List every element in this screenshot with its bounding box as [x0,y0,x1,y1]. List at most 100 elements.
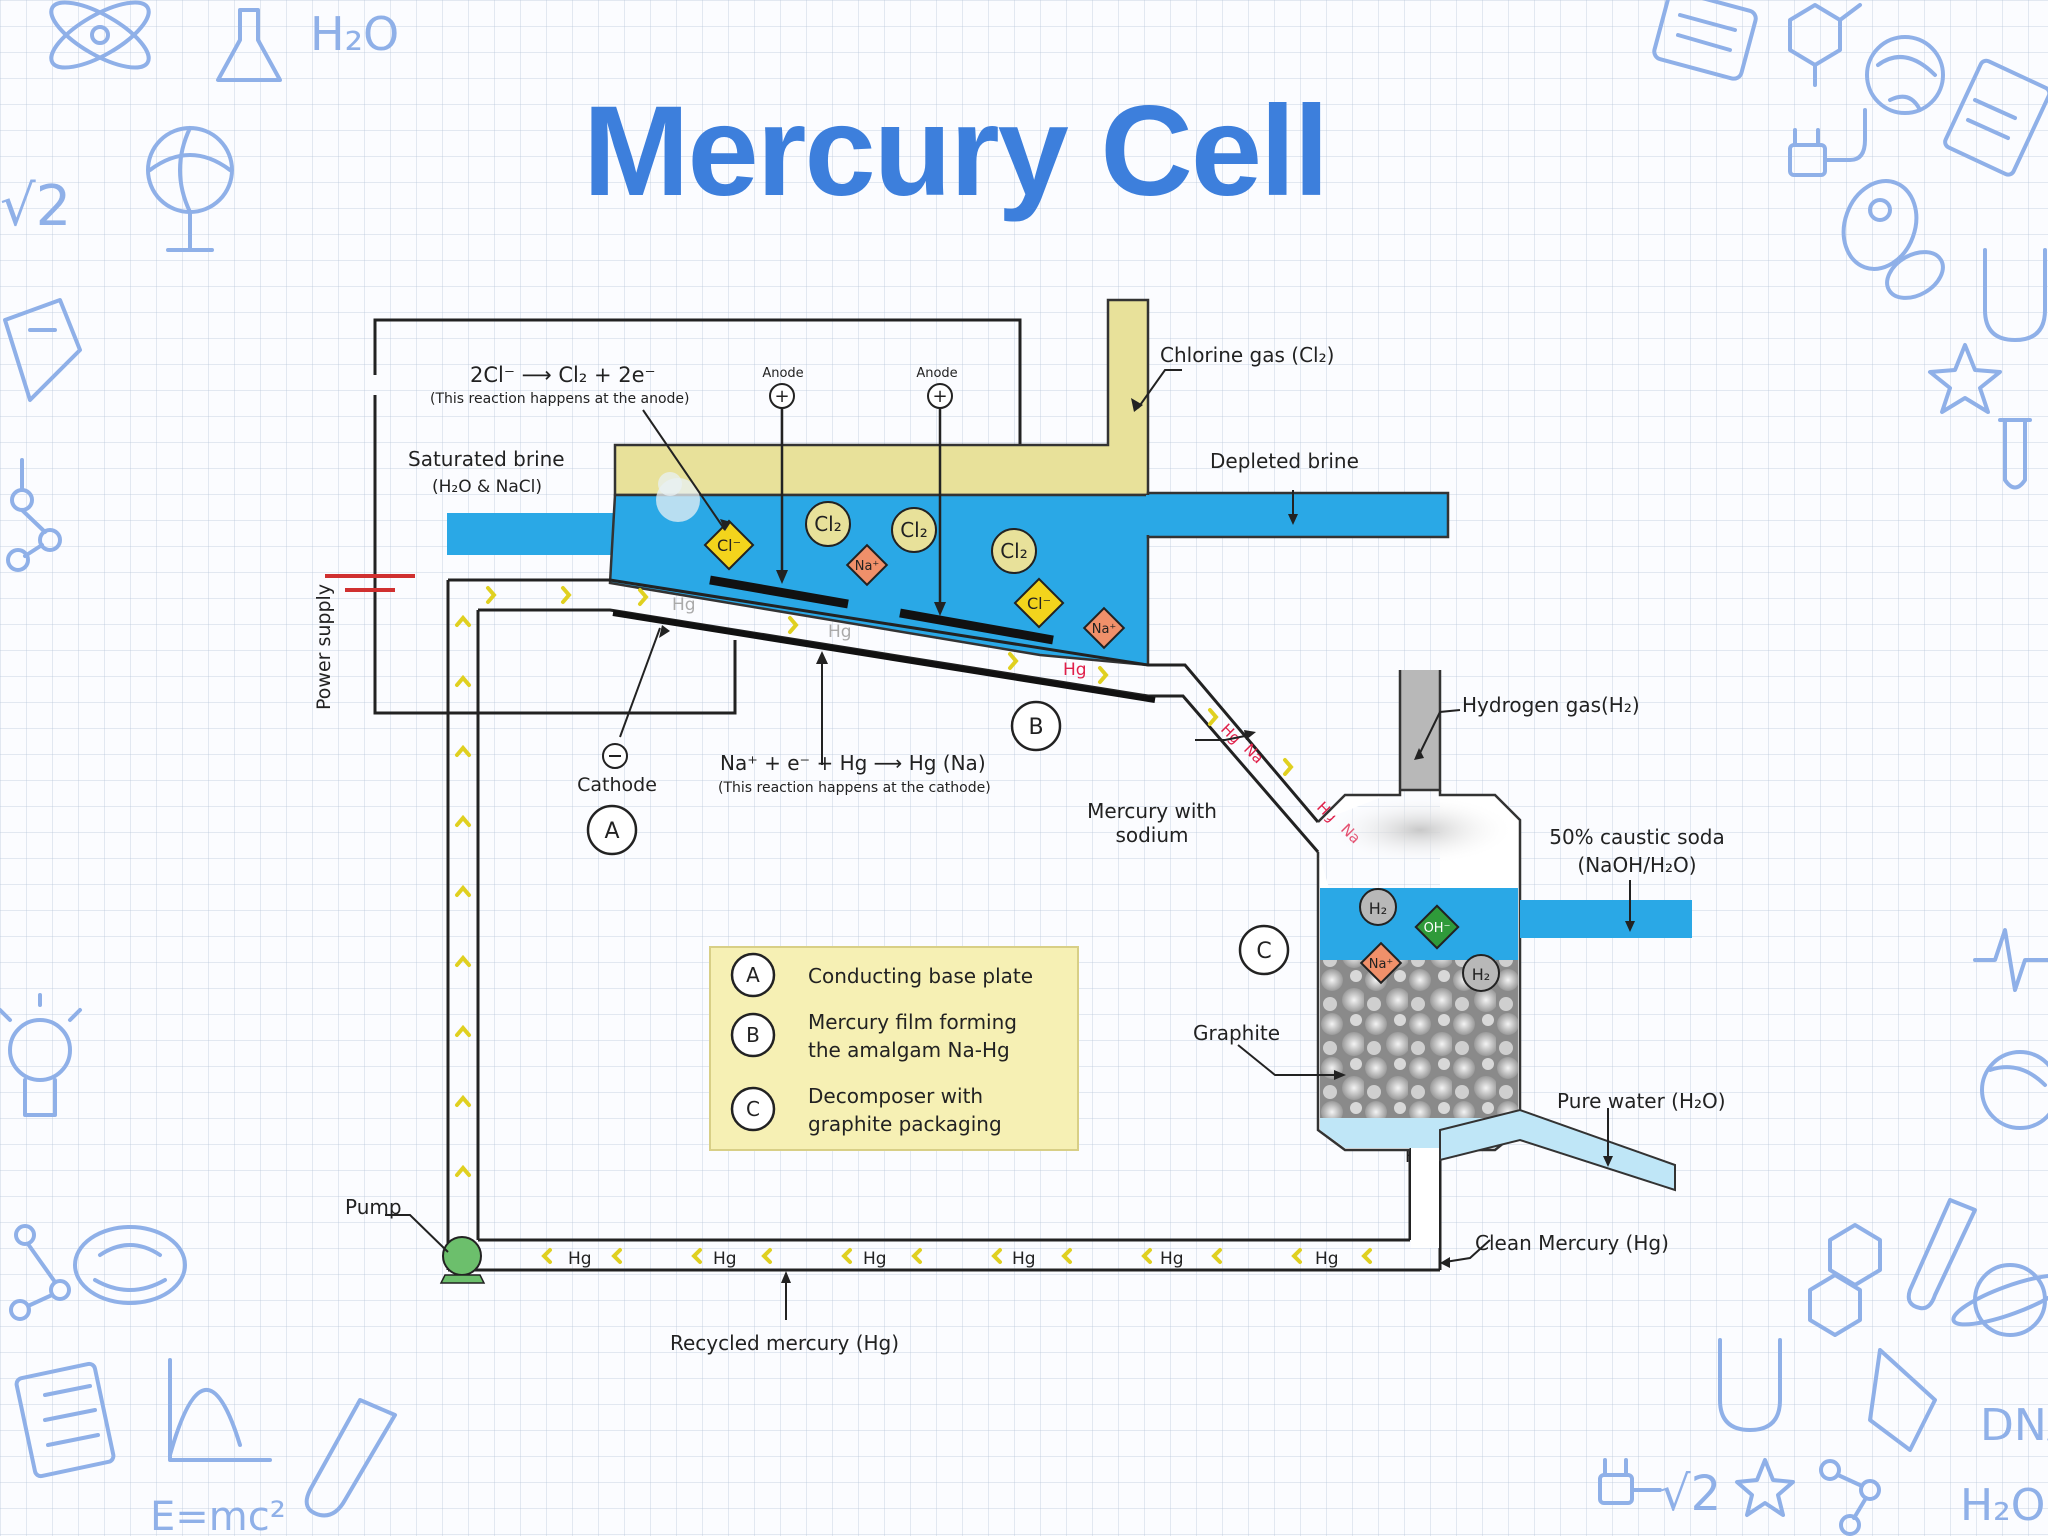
pump [442,1236,482,1276]
planet-icon [1951,1263,2048,1337]
power-supply-label: Power supply [313,584,335,710]
marker-a: A [586,804,638,856]
marker-b-label: B [1028,715,1043,740]
hg-labels: Hg Hg Hg Hg Hg Hg Hg Hg Hg Hg [568,595,1429,1269]
decomposer [1316,670,1692,1248]
hg-label: Hg [1160,1249,1184,1269]
caustic-soda-label-2: (NaOH/H₂O) [1577,853,1696,877]
legend-item-a: A Conducting base plate [730,952,1033,998]
test-tube-icon-3 [1906,1198,1977,1311]
leader-lines [385,369,1631,1320]
arrow-heads [659,398,1635,1283]
legend: A Conducting base plate B Mercury film f… [709,946,1079,1151]
depleted-brine-label: Depleted brine [1210,449,1359,473]
caustic-soda-label-1: 50% caustic soda [1549,825,1725,849]
anode-reaction: 2Cl⁻ ⟶ Cl₂ + 2e⁻ [470,363,656,387]
mercury-sodium-label-2: sodium [1115,823,1188,847]
chlorine-gas-label: Chlorine gas (Cl₂) [1160,343,1334,367]
pump-label: Pump [345,1195,402,1219]
mercury-channel: Hg Hg Hg Hg Hg Hg Hg Hg Hg Hg Hg Na Hg N… [439,578,1442,1284]
anode-label-2: Anode [916,366,957,381]
molecule-icon-3 [1819,1459,1881,1536]
hydrogen-gas-label: Hydrogen gas(H₂) [1462,693,1640,717]
legend-text-b-1: Mercury film forming [808,1010,1017,1034]
anode-label-1: Anode [762,366,803,381]
cl2-label: Cl₂ [814,512,842,536]
hg-na-hg: Hg [1217,720,1244,747]
cl-minus-label: Cl⁻ [1027,594,1051,613]
hg-label: Hg [568,1249,592,1269]
marker-c: C [1238,924,1290,976]
marker-b: B [1010,700,1062,752]
document-icon [1943,58,2048,177]
globe-icon-3 [1980,1050,2048,1130]
legend-text-b-2: the amalgam Na-Hg [808,1038,1010,1062]
anode-plate-1 [709,575,849,609]
graphite-label: Graphite [1193,1021,1280,1045]
anode-plus-2: + [932,386,947,407]
na-plus-ion: Na⁺ [1082,606,1126,650]
magnet-icon-2 [1718,1338,1782,1432]
marker-a-label: A [604,819,619,844]
hg-label: Hg [672,595,696,615]
clean-mercury-label: Clean Mercury (Hg) [1475,1231,1669,1255]
hexagon-molecule-icon-2 [1808,1223,1882,1337]
na-plus-label: Na⁺ [1092,622,1117,637]
globe-icon [146,126,234,252]
hg-label: Hg [863,1249,887,1269]
page-title: Mercury Cell [582,80,1329,223]
mercury-flow-marks [455,586,1433,1264]
hg-na-na: Na [1240,740,1267,767]
cathode-note: (This reaction happens at the cathode) [718,780,991,796]
ions: Cl₂ Cl₂ Cl₂ Cl⁻ Cl⁻ Na⁺ Na⁺ H₂ H₂ OH⁻ Na… [703,501,1500,992]
anode-plate-2 [899,608,1054,645]
cl-minus-label: Cl⁻ [717,536,741,555]
mercury-sodium-label-1: Mercury with [1087,799,1217,823]
lightbulb-icon [0,993,82,1117]
cl2-molecule: Cl₂ [991,528,1037,574]
star-icon-2 [1735,1458,1795,1517]
graph-doodle [168,1358,272,1462]
globe-icon-2 [1865,35,1945,115]
na-plus-ion: Na⁺ [845,543,889,587]
rocket-icon-2 [1868,1348,1937,1452]
cathode-plate [612,610,1156,703]
flask-icon [216,8,282,82]
legend-key-c: C [746,1097,760,1121]
hg-label: Hg [828,622,852,642]
plug-icon-2 [1598,1458,1662,1505]
star-icon [1928,343,2002,414]
molecule-icon [6,458,62,572]
hg-label: Hg [1012,1249,1036,1269]
cl2-molecule: Cl₂ [805,501,851,547]
rocket-icon [3,298,82,402]
microscope-icon [1841,179,1945,300]
molecule-icon-2 [9,1224,71,1321]
oh-minus-label: OH⁻ [1424,921,1451,936]
legend-item-c: C Decomposer with graphite packaging [730,1084,1002,1136]
sqrt2-doodle-2: √2 [1660,1466,1721,1522]
cl2-label: Cl₂ [1000,539,1028,563]
atom-icon [49,0,151,70]
brain-icon [73,1225,187,1305]
test-tube-icon-2 [1998,418,2032,490]
saturated-brine-formula: (H₂O & NaCl) [432,477,542,497]
calculator-icon [14,1361,116,1479]
calculator-icon-2 [1652,0,1758,81]
h2o-doodle: H₂O [310,7,399,61]
dna-doodle: DNA [1980,1400,2048,1451]
legend-text-c-2: graphite packaging [808,1112,1002,1136]
h2-label: H₂ [1472,965,1490,984]
plug-icon [1788,108,1867,177]
legend-key-b: B [746,1023,760,1047]
hg-label: Hg [713,1249,737,1269]
legend-text-a: Conducting base plate [808,964,1033,988]
h2-molecule: H₂ [1462,954,1500,992]
emc2-doodle: E=mc² [150,1494,286,1536]
h2-molecule: H₂ [1359,888,1397,926]
na-plus-ion: Na⁺ [1359,941,1403,985]
na-plus-label: Na⁺ [855,559,880,574]
cathode-label: Cathode [577,774,657,796]
